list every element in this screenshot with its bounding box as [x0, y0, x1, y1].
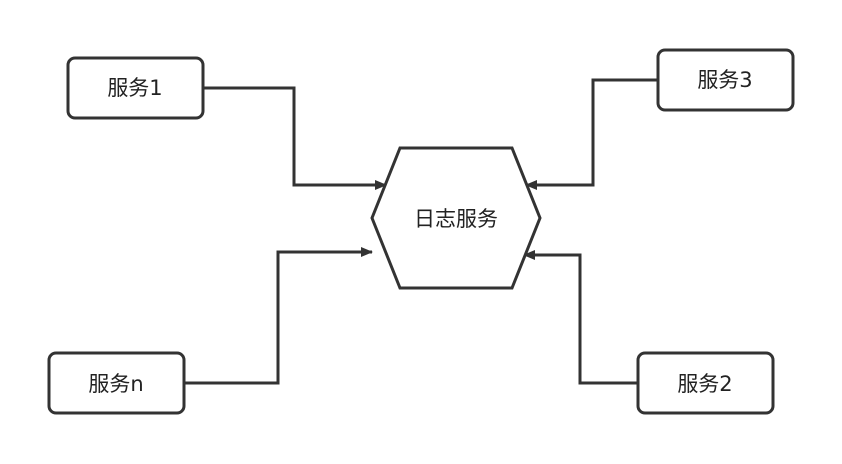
node-service2-label: 服务2: [677, 372, 732, 396]
node-service1-label: 服务1: [107, 76, 162, 100]
edge-servicen-to-log: [184, 247, 373, 385]
node-log-service-label: 日志服务: [414, 207, 498, 231]
edge-service1-to-log: [203, 86, 387, 190]
node-service1: 服务1: [66, 56, 205, 120]
node-servicen: 服务n: [47, 351, 186, 415]
node-service2: 服务2: [636, 351, 775, 415]
node-service3: 服务3: [656, 48, 795, 112]
node-log-service: 日志服务: [370, 146, 542, 290]
edge-service3-to-log: [525, 78, 658, 190]
edge-service2-to-log: [523, 250, 638, 385]
node-service3-label: 服务3: [697, 68, 752, 92]
node-servicen-label: 服务n: [88, 372, 143, 396]
